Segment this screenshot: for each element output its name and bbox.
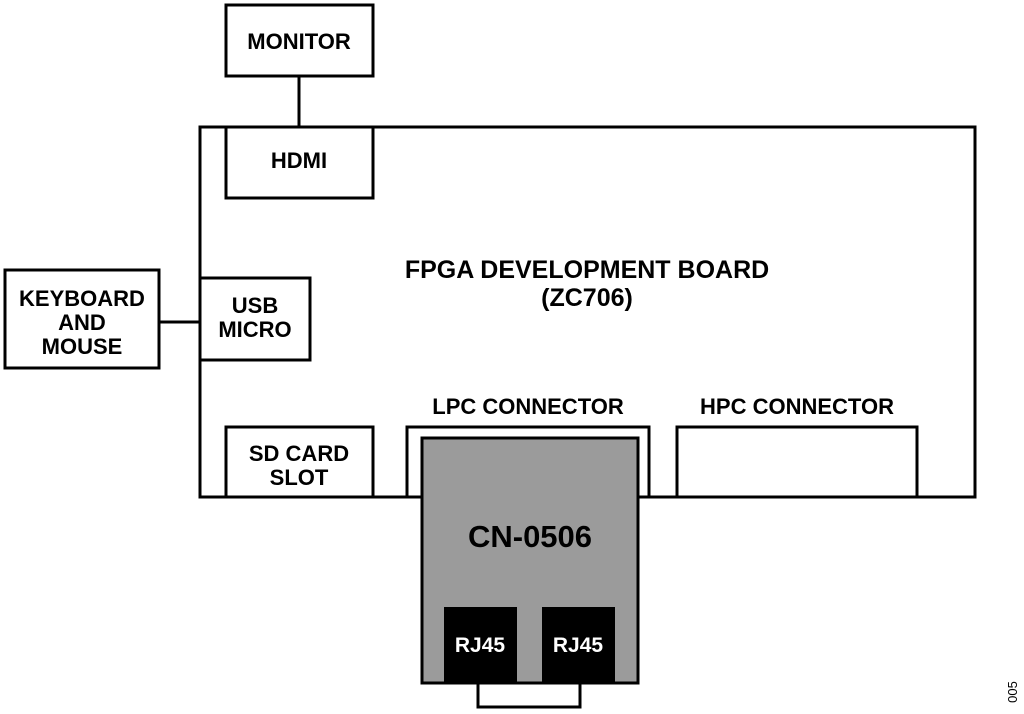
lpc-connector-label: LPC CONNECTOR bbox=[432, 394, 624, 419]
hpc-connector-label: HPC CONNECTOR bbox=[700, 394, 894, 419]
board-title-line1: FPGA DEVELOPMENT BOARD bbox=[405, 256, 769, 284]
usb-label-line2: MICRO bbox=[218, 317, 291, 342]
hdmi-box bbox=[224, 125, 375, 200]
keyboard-label-line3: MOUSE bbox=[42, 334, 123, 359]
usb-label-line1: USB bbox=[232, 293, 278, 318]
keyboard-label-line1: KEYBOARD bbox=[19, 286, 145, 311]
hpc-connector-box bbox=[675, 425, 919, 499]
board-title-line2: (ZC706) bbox=[541, 284, 633, 312]
rj45-right-jack bbox=[542, 607, 615, 682]
sd-label-line2: SLOT bbox=[270, 465, 329, 490]
sd-card-slot-box bbox=[224, 425, 375, 499]
sd-label-line1: SD CARD bbox=[249, 441, 349, 466]
figure-number: 005 bbox=[1005, 681, 1020, 703]
cn0506-label: CN-0506 bbox=[468, 519, 592, 554]
keyboard-mouse-box bbox=[3, 268, 161, 370]
rj45-left-jack bbox=[444, 607, 517, 682]
keyboard-label-line2: AND bbox=[58, 310, 106, 335]
monitor-box bbox=[224, 3, 375, 78]
monitor-label: MONITOR bbox=[247, 29, 351, 54]
rj45-right-label: RJ45 bbox=[553, 634, 604, 657]
rj45-left-label: RJ45 bbox=[455, 634, 506, 657]
rj45-loopback-cable bbox=[476, 680, 582, 709]
hdmi-label: HDMI bbox=[271, 148, 327, 173]
usb-micro-box bbox=[198, 276, 312, 362]
